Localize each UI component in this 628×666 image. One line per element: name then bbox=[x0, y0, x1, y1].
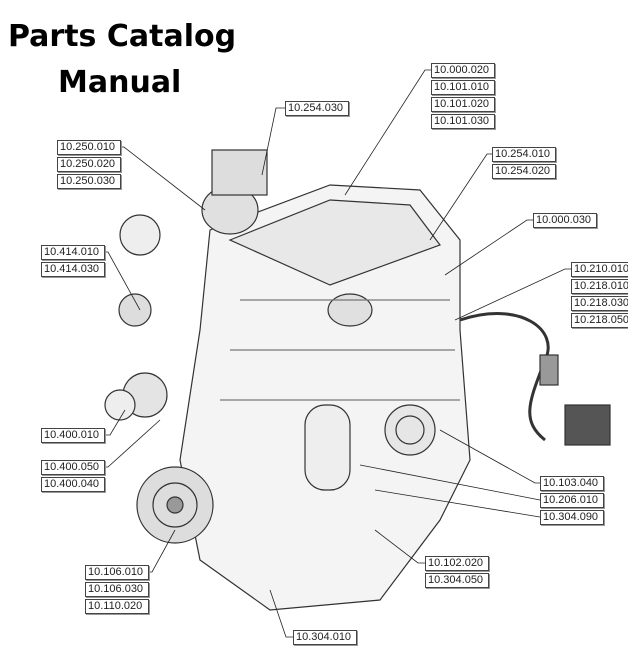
part-label[interactable]: 10.218.030 bbox=[571, 296, 628, 311]
part-label[interactable]: 10.218.010 bbox=[571, 279, 628, 294]
callout-group: 10.400.050 10.400.040 bbox=[41, 460, 105, 492]
part-label[interactable]: 10.000.030 bbox=[533, 213, 597, 228]
part-label[interactable]: 10.414.030 bbox=[41, 262, 105, 277]
part-label[interactable]: 10.304.010 bbox=[293, 630, 357, 645]
part-label[interactable]: 10.102.020 bbox=[425, 556, 489, 571]
callout-group: 10.000.020 10.101.010 10.101.020 10.101.… bbox=[431, 63, 495, 129]
callout-group: 10.250.010 10.250.020 10.250.030 bbox=[57, 140, 121, 189]
part-label[interactable]: 10.218.050 bbox=[571, 313, 628, 328]
part-label[interactable]: 10.206.010 bbox=[540, 493, 604, 508]
callout-group: 10.000.030 bbox=[533, 213, 597, 228]
leader-lines bbox=[103, 69, 571, 638]
callout-group: 10.102.020 10.304.050 bbox=[425, 556, 489, 588]
part-label[interactable]: 10.000.020 bbox=[431, 63, 495, 78]
part-label[interactable]: 10.400.010 bbox=[41, 428, 105, 443]
part-label[interactable]: 10.106.010 bbox=[85, 565, 149, 580]
callout-group: 10.103.040 10.206.010 10.304.090 bbox=[540, 476, 604, 525]
callout-group: 10.400.010 bbox=[41, 428, 105, 443]
part-label[interactable]: 10.106.030 bbox=[85, 582, 149, 597]
part-label[interactable]: 10.250.020 bbox=[57, 157, 121, 172]
part-label[interactable]: 10.103.040 bbox=[540, 476, 604, 491]
callout-group: 10.304.010 bbox=[293, 630, 357, 645]
part-label[interactable]: 10.254.010 bbox=[492, 147, 556, 162]
part-label[interactable]: 10.210.010 bbox=[571, 262, 628, 277]
callout-group: 10.414.010 10.414.030 bbox=[41, 245, 105, 277]
part-label[interactable]: 10.250.030 bbox=[57, 174, 121, 189]
callout-group: 10.106.010 10.106.030 10.110.020 bbox=[85, 565, 149, 614]
callout-group: 10.254.010 10.254.020 bbox=[492, 147, 556, 179]
title-line-2: Manual bbox=[58, 65, 182, 100]
callout-group: 10.210.010 10.218.010 10.218.030 10.218.… bbox=[571, 262, 628, 328]
part-label[interactable]: 10.254.020 bbox=[492, 164, 556, 179]
part-label[interactable]: 10.304.050 bbox=[425, 573, 489, 588]
part-label[interactable]: 10.414.010 bbox=[41, 245, 105, 260]
part-label[interactable]: 10.250.010 bbox=[57, 140, 121, 155]
part-label[interactable]: 10.101.030 bbox=[431, 114, 495, 129]
part-label[interactable]: 10.101.020 bbox=[431, 97, 495, 112]
callout-group: 10.254.030 bbox=[285, 101, 349, 116]
part-label[interactable]: 10.101.010 bbox=[431, 80, 495, 95]
title-line-1: Parts Catalog bbox=[8, 19, 237, 54]
part-label[interactable]: 10.400.040 bbox=[41, 477, 105, 492]
part-label[interactable]: 10.400.050 bbox=[41, 460, 105, 475]
part-label[interactable]: 10.110.020 bbox=[85, 599, 149, 614]
part-label[interactable]: 10.304.090 bbox=[540, 510, 604, 525]
part-label[interactable]: 10.254.030 bbox=[285, 101, 349, 116]
